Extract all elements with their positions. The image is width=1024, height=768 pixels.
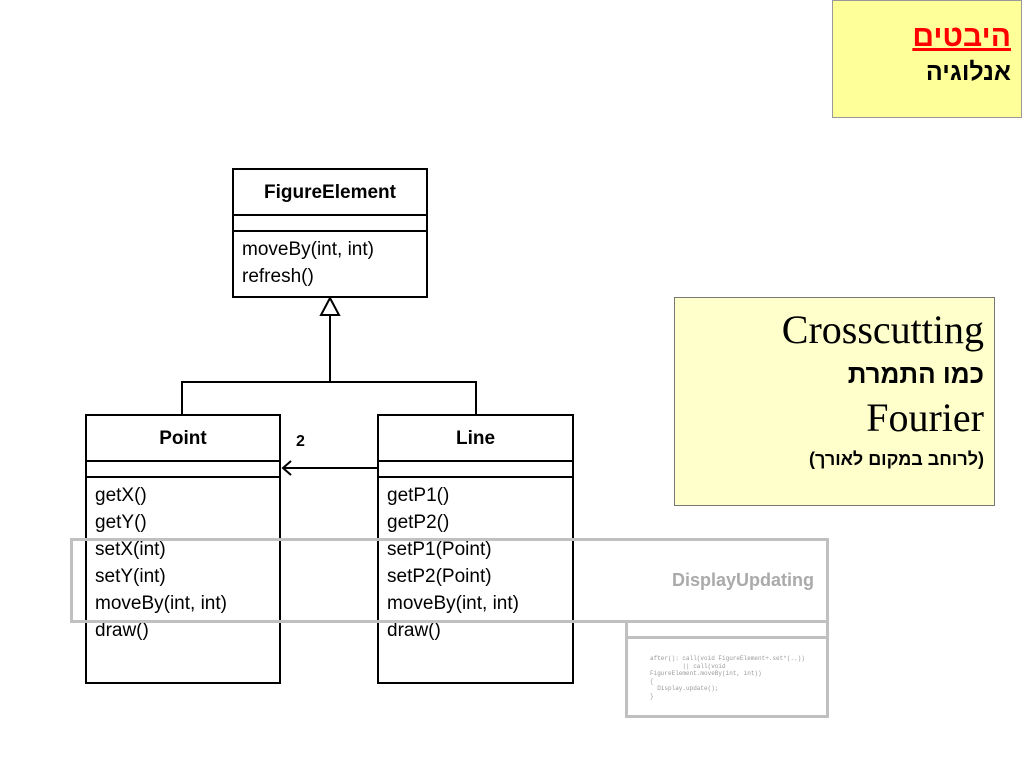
operation: getY() (95, 512, 147, 533)
operation: draw() (95, 620, 149, 641)
operation: refresh() (242, 266, 314, 287)
operation: setX(int) (95, 539, 166, 560)
class-name: Line (379, 416, 572, 462)
advice-code-line: || call(void (650, 662, 726, 670)
class-name: FigureElement (234, 170, 426, 216)
operation: setP2(Point) (387, 566, 492, 587)
crosscutting-note: Crosscutting כמו התמרת Fourier (לרוחב במ… (674, 297, 995, 506)
association-multiplicity: 2 (296, 433, 305, 450)
operations-compartment: getX() getY() setX(int) setY(int) moveBy… (87, 478, 279, 648)
advice-code-line: } (650, 692, 654, 700)
operations-compartment: moveBy(int, int) refresh() (234, 232, 426, 294)
attributes-compartment (379, 462, 572, 478)
operations-compartment: getP1() getP2() setP1(Point) setP2(Point… (379, 478, 572, 648)
operation: getX() (95, 485, 147, 506)
operation: moveBy(int, int) (242, 239, 374, 260)
class-figure-element: FigureElement moveBy(int, int) refresh() (232, 168, 428, 298)
aspect-name: DisplayUpdating (671, 570, 814, 590)
advice-code-line: Display.update(); (650, 685, 719, 692)
operation: setP1(Point) (387, 539, 492, 560)
advice-code-line: { (650, 677, 654, 685)
inheritance-arrow (181, 295, 477, 414)
slide-subtitle: אנלוגיה (925, 58, 1011, 86)
association-arrow (281, 460, 377, 476)
note-line-crosscutting: Crosscutting (781, 307, 984, 352)
attributes-compartment (234, 216, 426, 232)
advice-code-line: FigureElement.moveBy(int, int)) (650, 670, 762, 677)
slide-title: היבטים (912, 20, 1011, 53)
class-line: Line getP1() getP2() setP1(Point) setP2(… (377, 414, 574, 684)
aspect-display-updating: DisplayUpdating (70, 538, 829, 623)
operation: getP2() (387, 512, 450, 533)
attributes-compartment (87, 462, 279, 478)
operation: getP1() (387, 485, 450, 506)
operation: moveBy(int, int) (387, 593, 519, 614)
advice-code-line: after(): call(void FigureElement+.set*(.… (650, 655, 805, 662)
note-line-hebrew: כמו התמרת (847, 359, 984, 389)
note-line-parenthetical: (לרוחב במקום לאורך) (809, 449, 984, 469)
class-point: Point getX() getY() setX(int) setY(int) … (85, 414, 281, 684)
operation: draw() (387, 620, 441, 641)
operation: moveBy(int, int) (95, 593, 227, 614)
aspect-advice-box: after(): call(void FigureElement+.set*(.… (625, 636, 829, 718)
class-name: Point (87, 416, 279, 462)
note-line-fourier: Fourier (866, 395, 984, 440)
title-box: היבטים אנלוגיה (832, 0, 1022, 118)
operation: setY(int) (95, 566, 166, 587)
